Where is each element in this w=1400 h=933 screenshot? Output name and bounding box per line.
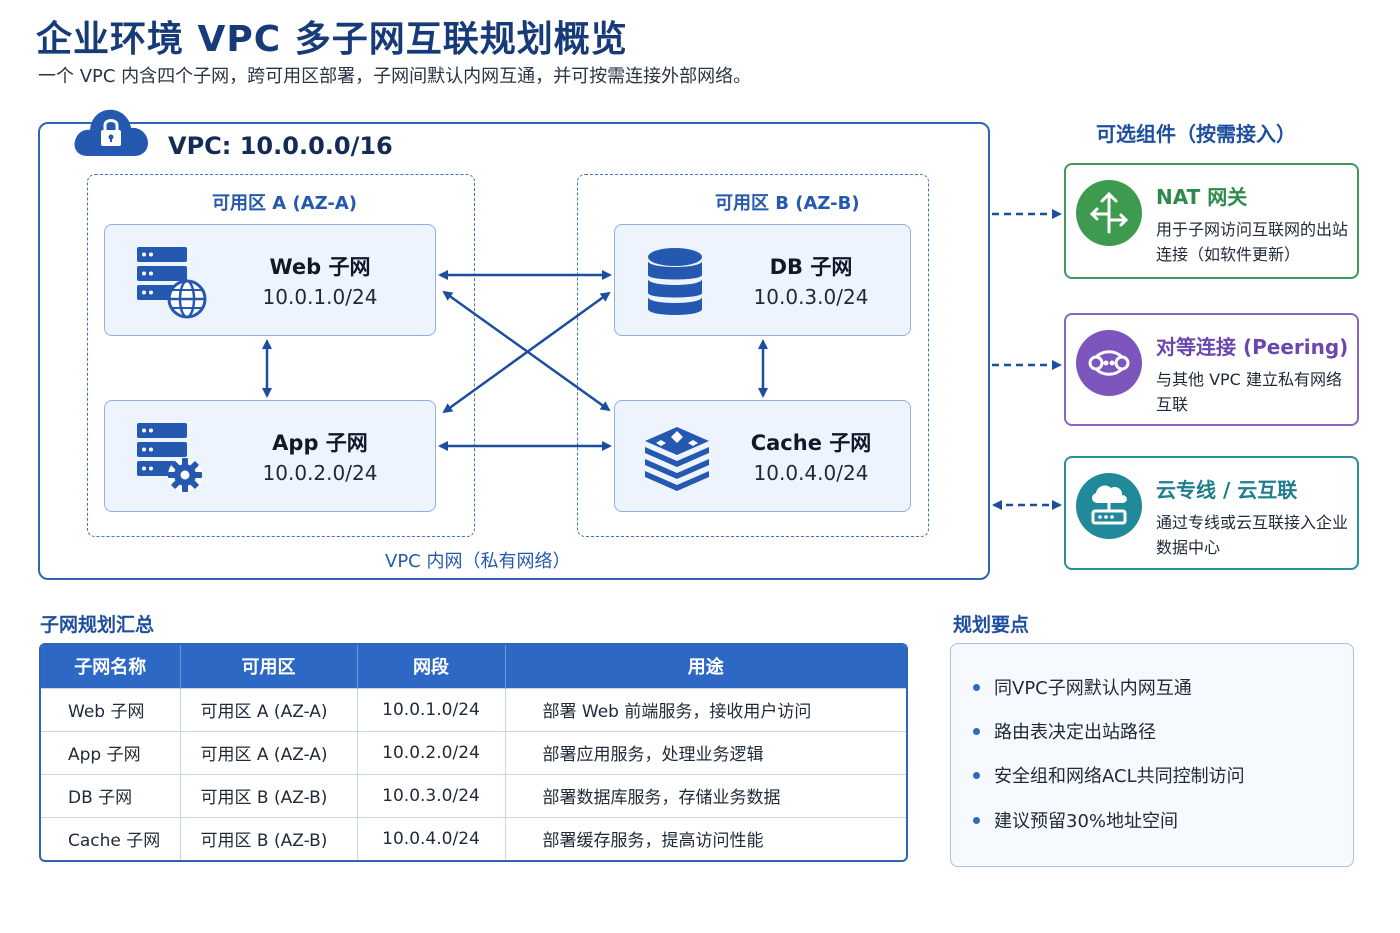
table-cell: 部署应用服务，处理业务逻辑	[505, 730, 906, 774]
table-cell: 10.0.1.0/24	[357, 687, 506, 731]
subnet-table-title: 子网规划汇总	[40, 614, 155, 636]
app-server-gear-icon	[137, 423, 202, 492]
subnet-summary-table: 子网名称 可用区 网段 用途 Web 子网 可用区 A (AZ-A) 10.0.…	[39, 643, 908, 862]
db-subnet-card: DB 子网 10.0.3.0/24	[614, 224, 911, 336]
table-cell: Cache 子网	[41, 816, 181, 860]
bullet-icon	[973, 683, 980, 691]
peering-icon	[1076, 330, 1142, 396]
table-row: Cache 子网 可用区 B (AZ-B) 10.0.4.0/24 部署缓存服务…	[41, 816, 906, 860]
subnet-cidr: 10.0.1.0/24	[262, 285, 378, 309]
table-cell: 部署数据库服务，存储业务数据	[505, 773, 906, 817]
bullet-icon	[973, 727, 980, 735]
bullet-icon	[973, 771, 980, 779]
table-row: DB 子网 可用区 B (AZ-B) 10.0.3.0/24 部署数据库服务，存…	[41, 773, 906, 817]
page-title: 企业环境 VPC 多子网互联规划概览	[36, 19, 628, 60]
database-icon	[648, 248, 702, 315]
table-cell: 可用区 A (AZ-A)	[180, 730, 358, 774]
card-title: 云专线 / 云互联	[1156, 478, 1298, 502]
subnet-cidr: 10.0.3.0/24	[753, 285, 869, 309]
table-cell: 可用区 B (AZ-B)	[180, 816, 358, 860]
nat-gateway-icon	[1076, 180, 1142, 246]
subnet-name: App 子网	[272, 431, 368, 455]
table-row: App 子网 可用区 A (AZ-A) 10.0.2.0/24 部署应用服务，处…	[41, 730, 906, 774]
table-cell: 部署缓存服务，提高访问性能	[505, 816, 906, 860]
tips-box: 同VPC子网默认内网互通 路由表决定出站路径 安全组和网络ACL共同控制访问 建…	[950, 643, 1354, 867]
cloud-lock-icon	[74, 109, 148, 156]
tips-title: 规划要点	[953, 614, 1030, 636]
page-subtitle: 一个 VPC 内含四个子网，跨可用区部署，子网间默认内网互通，并可按需连接外部网…	[38, 66, 752, 87]
tip-item: 建议预留30%地址空间	[973, 807, 1178, 833]
table-cell: 10.0.2.0/24	[357, 730, 506, 774]
table-header: 子网名称	[41, 645, 181, 688]
tip-item: 安全组和网络ACL共同控制访问	[973, 762, 1245, 788]
nat-gateway-card: NAT 网关 用于子网访问互联网的出站连接（如软件更新）	[1064, 163, 1359, 279]
web-server-globe-icon	[137, 247, 207, 319]
table-header: 可用区	[180, 645, 358, 688]
zone-b-label: 可用区 B (AZ-B)	[715, 193, 860, 214]
zone-a-label: 可用区 A (AZ-A)	[212, 193, 357, 214]
cache-subnet-card: Cache 子网 10.0.4.0/24	[614, 400, 911, 512]
vpc-inner-network-label: VPC 内网（私有网络）	[385, 551, 571, 572]
table-cell: DB 子网	[41, 773, 181, 817]
card-description: 通过专线或云互联接入企业数据中心	[1156, 513, 1349, 557]
web-subnet-card: Web 子网 10.0.1.0/24	[104, 224, 436, 336]
subnet-name: Web 子网	[269, 255, 371, 279]
table-cell: 10.0.3.0/24	[357, 773, 506, 817]
subnet-cidr: 10.0.2.0/24	[262, 461, 378, 485]
tip-text: 安全组和网络ACL共同控制访问	[994, 766, 1245, 787]
app-subnet-card: App 子网 10.0.2.0/24	[104, 400, 436, 512]
tip-text: 路由表决定出站路径	[994, 722, 1156, 743]
table-cell: 可用区 B (AZ-B)	[180, 773, 358, 817]
tip-item: 路由表决定出站路径	[973, 718, 1156, 744]
table-row: Web 子网 可用区 A (AZ-A) 10.0.1.0/24 部署 Web 前…	[41, 687, 906, 731]
table-cell: 部署 Web 前端服务，接收用户访问	[505, 687, 906, 731]
card-description: 与其他 VPC 建立私有网络互联	[1156, 370, 1342, 414]
table-cell: Web 子网	[41, 687, 181, 731]
table-cell: 可用区 A (AZ-A)	[180, 687, 358, 731]
table-cell: 10.0.4.0/24	[357, 816, 506, 860]
vpc-cidr-label: VPC: 10.0.0.0/16	[168, 132, 393, 160]
subnet-name: DB 子网	[769, 255, 853, 279]
direct-connect-card: 云专线 / 云互联 通过专线或云互联接入企业数据中心	[1064, 456, 1359, 570]
peering-card: 对等连接 (Peering) 与其他 VPC 建立私有网络互联	[1064, 313, 1359, 426]
table-header-row: 子网名称 可用区 网段 用途	[41, 645, 906, 688]
card-description: 用于子网访问互联网的出站连接（如软件更新）	[1156, 220, 1349, 264]
tip-text: 同VPC子网默认内网互通	[994, 678, 1192, 699]
table-header: 网段	[357, 645, 506, 688]
tip-item: 同VPC子网默认内网互通	[973, 674, 1192, 700]
subnet-cidr: 10.0.4.0/24	[753, 461, 869, 485]
bullet-icon	[973, 816, 980, 824]
tip-text: 建议预留30%地址空间	[994, 811, 1179, 832]
table-cell: App 子网	[41, 730, 181, 774]
table-header: 用途	[505, 645, 906, 688]
subnet-name: Cache 子网	[750, 431, 872, 455]
card-title: NAT 网关	[1156, 185, 1248, 209]
cloud-router-icon	[1076, 473, 1142, 539]
cache-layers-icon	[645, 427, 709, 491]
card-title: 对等连接 (Peering)	[1156, 335, 1349, 359]
optional-components-title: 可选组件（按需接入）	[1096, 122, 1296, 146]
